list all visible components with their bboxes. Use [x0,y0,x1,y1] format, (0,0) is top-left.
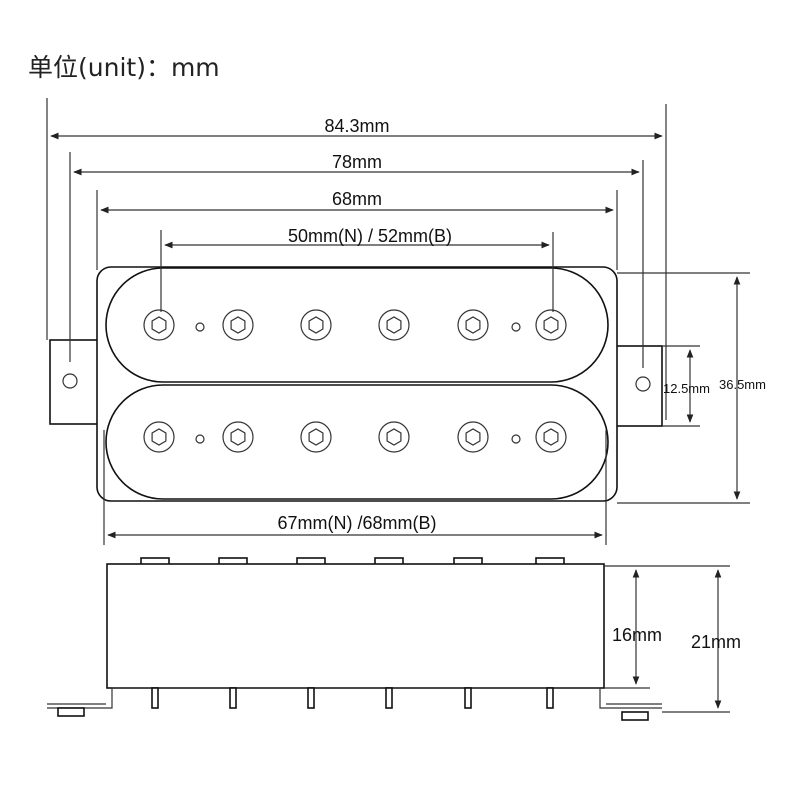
baseplate-width-label: 68mm [332,189,382,209]
pole-piece [143,309,175,341]
total-height-label: 36.5mm [719,377,766,392]
pole-piece [300,309,332,341]
pole-piece [378,309,410,341]
hex-socket-icon [465,316,481,334]
ear-height-label: 12.5mm [663,381,710,396]
hex-socket-icon [465,428,481,446]
top-view [49,266,663,502]
left-mount-hole [62,373,78,389]
pole-piece [535,421,567,453]
hex-socket-icon [151,316,167,334]
pole-leg [385,687,393,709]
right-ear-screw [621,711,649,721]
top-view-dimensions: 84.3mm 78mm 68mm 50mm(N) / 52mm(B) 67mm(… [46,98,766,545]
spacer-dot [511,322,521,332]
hex-socket-icon [230,316,246,334]
hex-socket-icon [151,428,167,446]
unit-label: 单位(unit)：mm [28,53,220,82]
pole-piece [457,309,489,341]
pickup-cover-side [106,563,605,689]
pole-piece [222,421,254,453]
side-view-dimensions: 16mm 21mm [604,565,741,713]
body-height-label: 16mm [612,625,662,645]
hex-socket-icon [308,316,324,334]
pole-piece [222,309,254,341]
pole-leg [464,687,472,709]
hex-socket-icon [386,428,402,446]
bridge-coil [105,384,609,500]
mount-spacing-label: 78mm [332,152,382,172]
pole-leg [229,687,237,709]
hex-socket-icon [386,316,402,334]
left-ear-screw [57,707,85,717]
neck-coil [105,267,609,383]
pole-piece [535,309,567,341]
pole-piece [457,421,489,453]
pole-leg [307,687,315,709]
side-view [47,557,662,721]
pole-bottoms [151,687,554,709]
overall-width-label: 84.3mm [324,116,389,136]
hex-socket-icon [308,428,324,446]
pole-piece [143,421,175,453]
pole-leg [546,687,554,709]
spacer-dot [195,322,205,332]
side-total-height-label: 21mm [691,632,741,652]
coil-length-label: 67mm(N) /68mm(B) [277,513,436,533]
pole-piece [378,421,410,453]
pole-piece [300,421,332,453]
pole-leg [151,687,159,709]
right-mount-hole [635,376,651,392]
hex-socket-icon [543,316,559,334]
spacer-dot [511,434,521,444]
side-baseplate [47,687,662,709]
pole-tops [140,557,565,567]
spacer-dot [195,434,205,444]
pole-pieces [143,309,567,453]
hex-socket-icon [543,428,559,446]
pole-spacing-label: 50mm(N) / 52mm(B) [288,226,452,246]
hex-socket-icon [230,428,246,446]
